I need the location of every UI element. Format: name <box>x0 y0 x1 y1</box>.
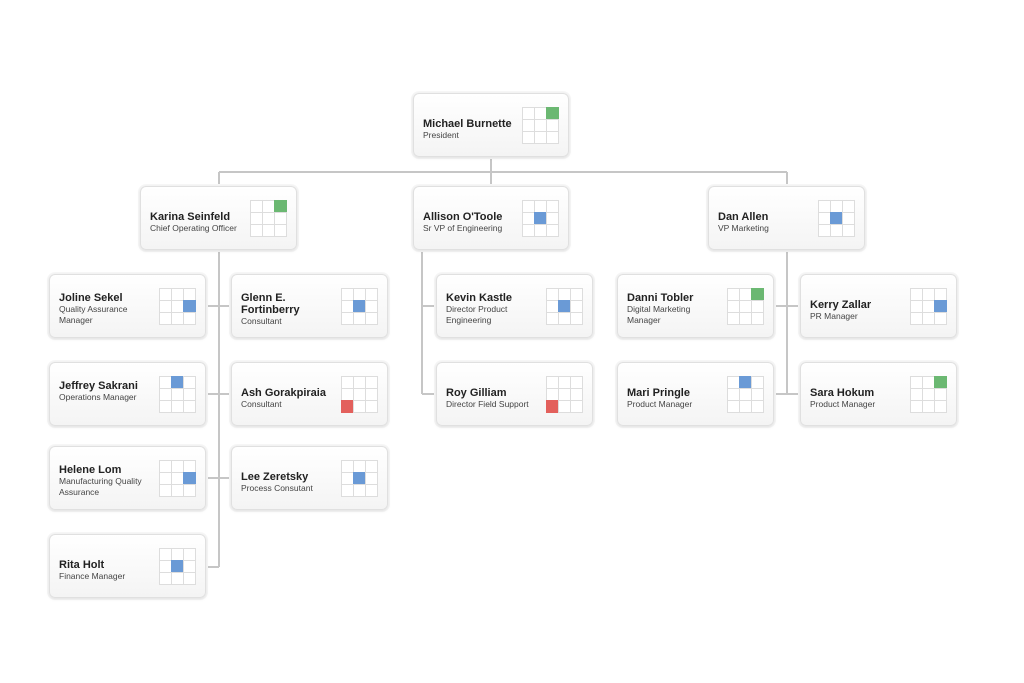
status-grid <box>158 547 196 585</box>
person-name: Joline Sekel <box>59 292 123 304</box>
person-title: Digital Marketing Manager <box>627 304 691 325</box>
person-name: Karina Seinfeld <box>150 211 231 223</box>
person-name: Jeffrey Sakrani <box>59 380 138 392</box>
person-title: Finance Manager <box>59 571 126 581</box>
person-title: Consultant <box>241 399 282 409</box>
person-name: Lee Zeretsky <box>241 471 309 483</box>
grid-cell <box>364 311 378 325</box>
grid-cell <box>933 311 947 325</box>
person-name: Allison O'Toole <box>423 211 503 223</box>
grid-cell <box>545 223 559 237</box>
status-grid <box>158 287 196 325</box>
person-name: Kerry Zallar <box>810 299 872 311</box>
status-grid <box>545 287 583 325</box>
person-title: Product Manager <box>627 399 693 409</box>
person-title: Manufacturing Quality Assurance <box>59 476 142 497</box>
grid-cell <box>750 311 764 325</box>
grid-cell <box>569 311 583 325</box>
status-grid <box>340 459 378 497</box>
grid-cell <box>182 571 196 585</box>
person-title: VP Marketing <box>718 223 769 233</box>
grid-cell <box>545 130 559 144</box>
status-grid <box>817 199 855 237</box>
person-title: PR Manager <box>810 311 858 321</box>
person-title: Director Field Support <box>446 399 529 409</box>
grid-cell <box>182 311 196 325</box>
person-name: Dan Allen <box>718 211 769 223</box>
status-grid <box>340 375 378 413</box>
grid-cell <box>841 223 855 237</box>
person-title: Operations Manager <box>59 392 137 402</box>
grid-cell <box>569 399 583 413</box>
status-grid <box>726 287 764 325</box>
person-title: Process Consutant <box>241 483 313 493</box>
person-name: Mari Pringle <box>627 387 690 399</box>
status-grid <box>545 375 583 413</box>
status-grid <box>158 459 196 497</box>
person-name: Roy Gilliam <box>446 387 507 399</box>
grid-cell <box>182 399 196 413</box>
person-title: Quality Assurance Manager <box>59 304 128 325</box>
status-grid <box>158 375 196 413</box>
grid-cell <box>364 483 378 497</box>
status-grid <box>249 199 287 237</box>
person-title: Product Manager <box>810 399 876 409</box>
grid-cell <box>182 483 196 497</box>
status-grid <box>340 287 378 325</box>
person-title: Chief Operating Officer <box>150 223 237 233</box>
person-name: Michael Burnette <box>423 118 512 130</box>
person-name: Kevin Kastle <box>446 292 513 304</box>
person-name: Sara Hokum <box>810 387 875 399</box>
status-grid <box>909 375 947 413</box>
person-name: Rita Holt <box>59 559 105 571</box>
person-title: Consultant <box>241 316 282 326</box>
person-name: Ash Gorakpiraia <box>241 387 326 399</box>
grid-cell <box>364 399 378 413</box>
person-title: Sr VP of Engineering <box>423 223 503 233</box>
status-grid <box>726 375 764 413</box>
person-title: Director Product Engineering <box>446 304 508 325</box>
status-grid <box>909 287 947 325</box>
person-title: President <box>423 130 459 140</box>
status-grid <box>521 106 559 144</box>
person-name: Glenn E. Fortinberry <box>241 292 300 316</box>
person-name: Danni Tobler <box>627 292 694 304</box>
grid-cell <box>750 399 764 413</box>
person-name: Helene Lom <box>59 464 122 476</box>
grid-cell <box>933 399 947 413</box>
status-grid <box>521 199 559 237</box>
grid-cell <box>273 223 287 237</box>
